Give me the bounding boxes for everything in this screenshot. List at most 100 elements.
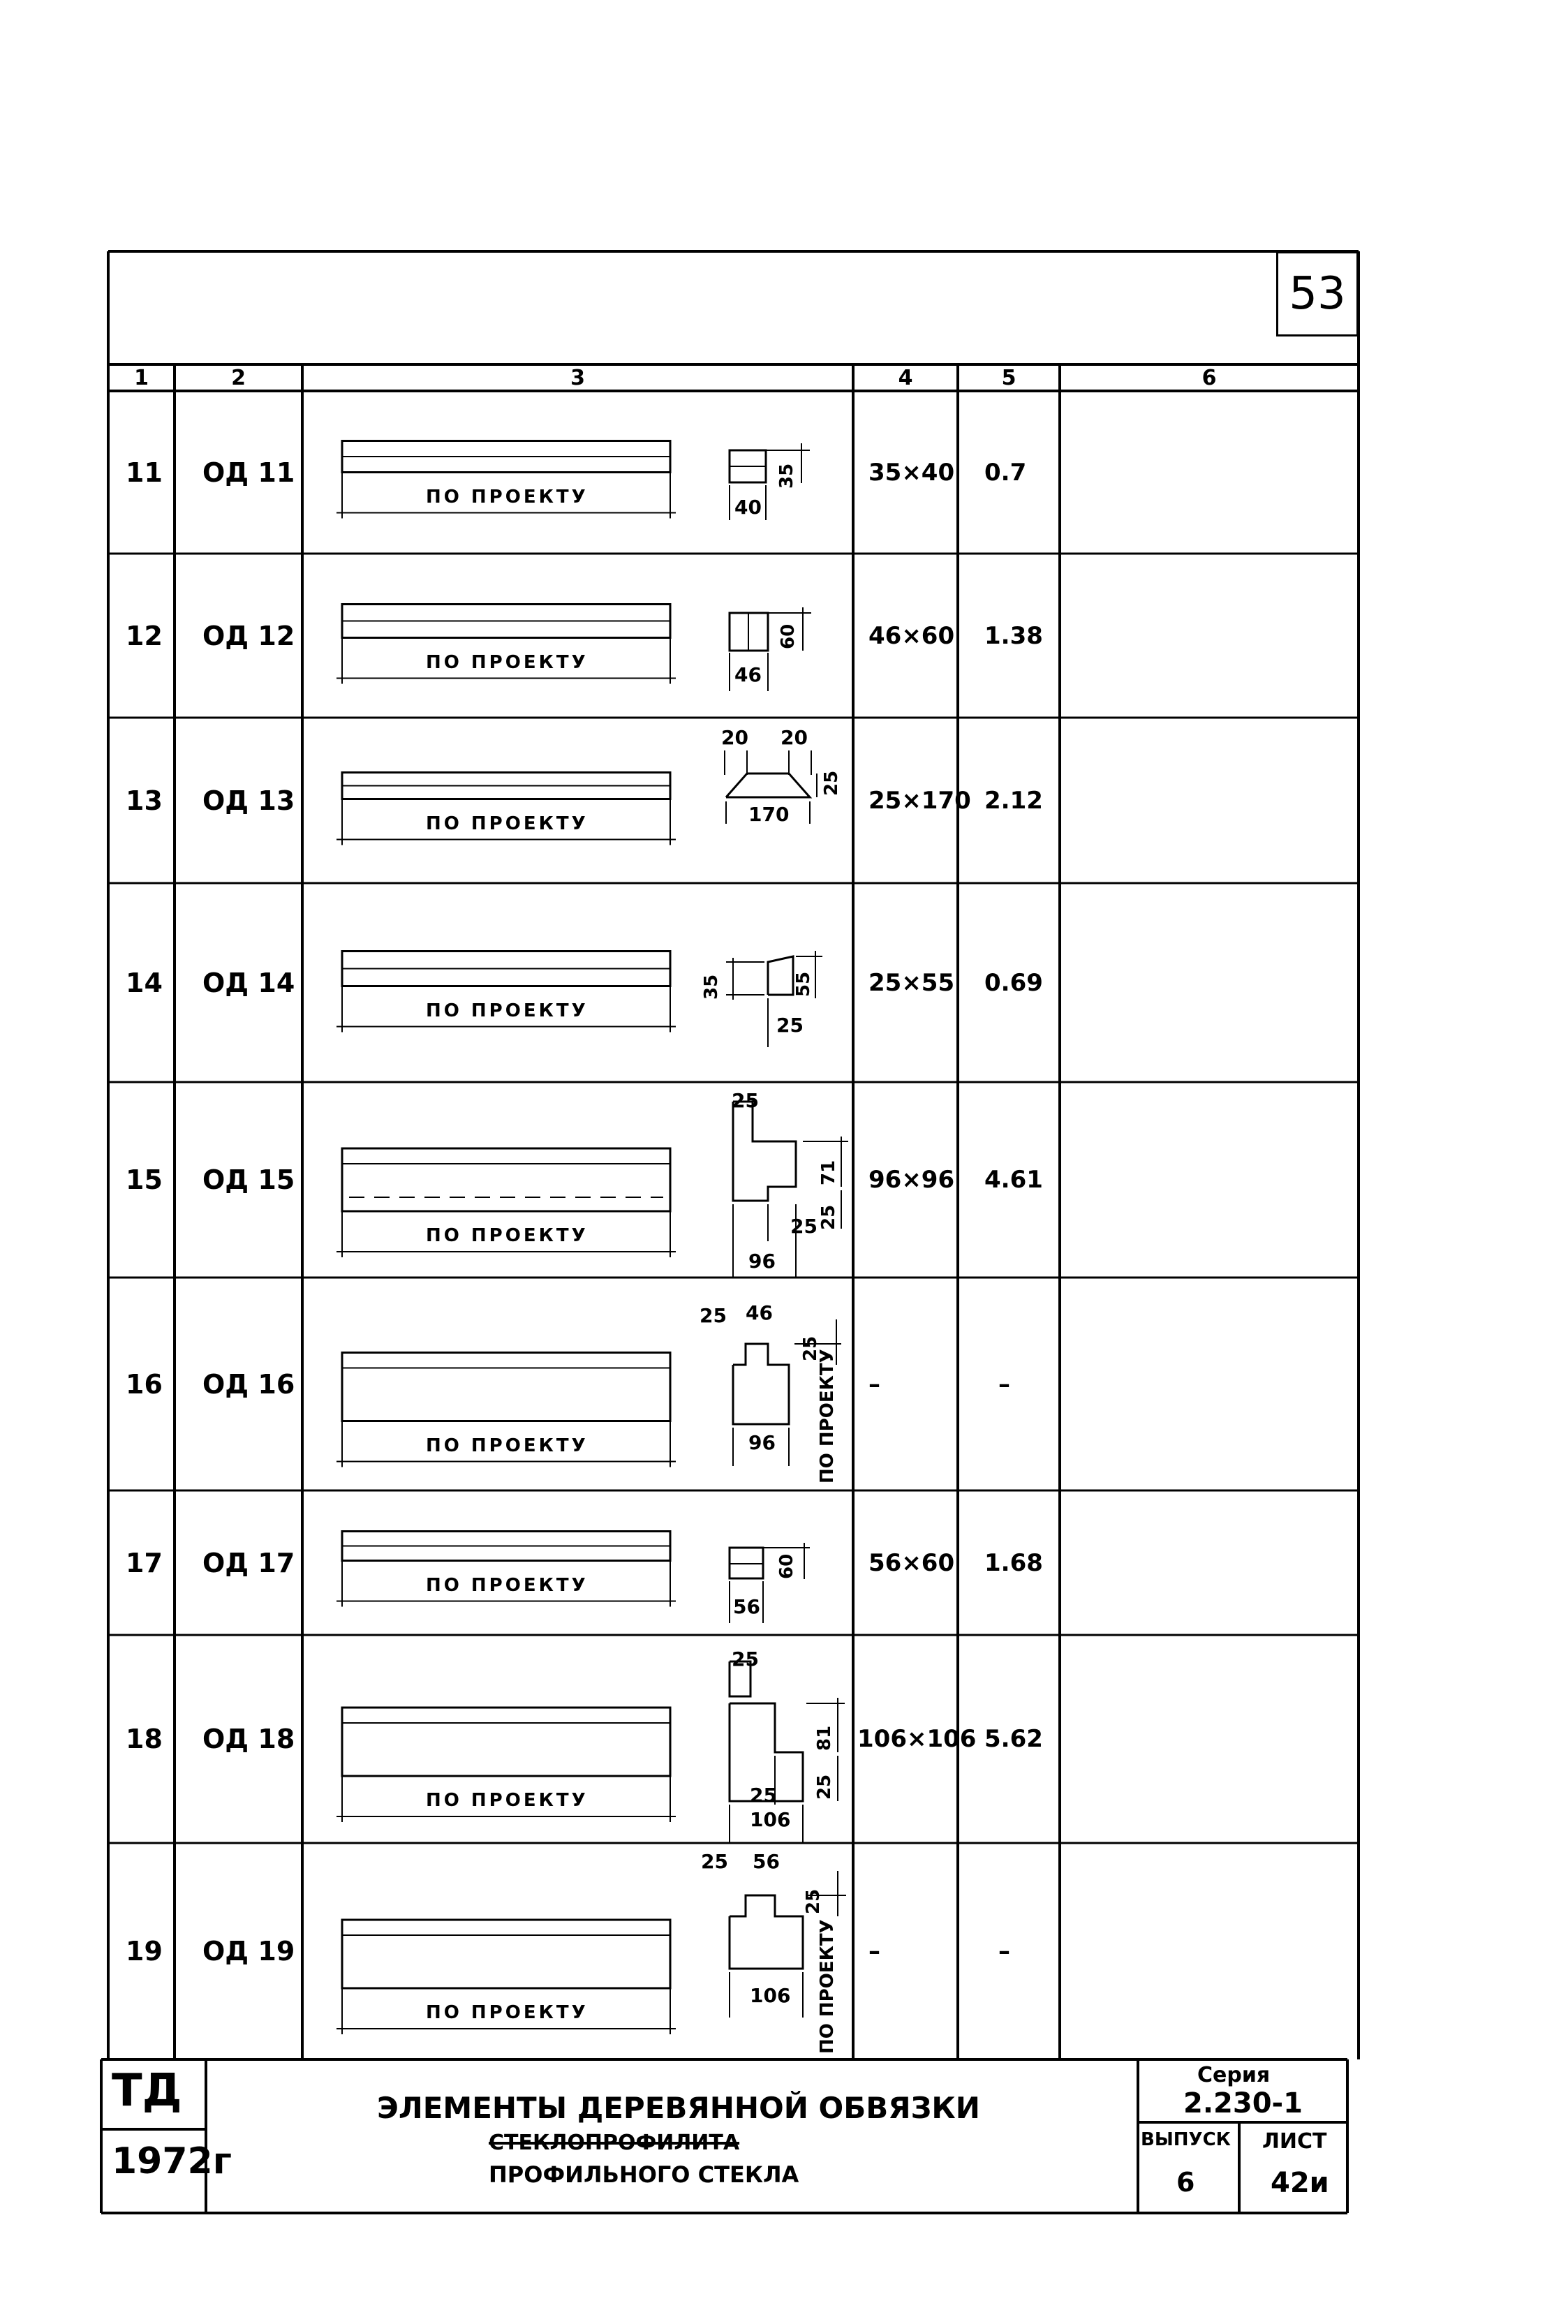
column-header: 6 [1201,366,1217,390]
sheet-label: ЛИСТ [1262,2129,1327,2154]
section-size: 25×170 [868,786,971,815]
row-number: 11 [126,457,163,488]
stepped-section [728,1894,804,1970]
wedge-section [767,955,794,996]
length-label: ПО ПРОЕКТУ [426,2002,589,2023]
dim-71: 71 [818,1160,839,1185]
volume-value: 4.61 [984,1166,1043,1194]
year: 1972г [112,2140,232,2182]
row-number: 19 [126,1936,163,1967]
length-label: ПО ПРОЕКТУ [426,1225,589,1246]
section-size: – [868,1937,880,1965]
element-code: ОД 16 [202,1368,295,1400]
dim-81: 81 [814,1725,835,1751]
dim-106: 106 [750,1808,791,1831]
dim-25: 25 [818,1204,839,1230]
stepped-section [728,1702,804,1803]
volume-value: 0.69 [984,968,1043,997]
element-code: ОД 19 [202,1936,295,1967]
dim-25: 25 [776,1014,804,1037]
org-code: ТД [112,2065,182,2117]
section-detail [728,1660,752,1698]
length-label: ПО ПРОЕКТУ [426,813,589,834]
sheet-value: 42и [1271,2167,1329,2199]
length-label: ПО ПРОЕКТУ [426,1435,589,1456]
element-code: ОД 15 [202,1164,295,1195]
row-number: 15 [126,1164,163,1195]
dim-170: 170 [748,803,790,826]
trapezoid-section [725,772,813,799]
dim-25: 25 [700,1304,727,1327]
bar-elevation [341,1352,672,1422]
dim-25: 25 [732,1648,759,1671]
length-label: ПО ПРОЕКТУ [426,1000,589,1021]
dim-96: 96 [748,1250,776,1273]
volume-value: 2.12 [984,786,1043,815]
row-number: 16 [126,1368,163,1400]
length-label: ПО ПРОЕКТУ [426,651,589,673]
volume-value: – [998,1937,1010,1965]
column-header: 5 [1001,366,1016,390]
dim-60: 60 [778,623,799,649]
series-label: Серия [1197,2063,1271,2087]
dim-40: 40 [734,496,762,519]
dim-46: 46 [746,1301,773,1324]
dim-25: 25 [732,1089,759,1112]
section-size: 56×60 [868,1548,955,1577]
dim-25: 25 [790,1215,818,1238]
bar-elevation [341,1147,672,1213]
volume-value: 1.38 [984,621,1043,650]
column-header: 4 [898,366,913,390]
title-struck-line: СТЕКЛОПРОФИЛИТА [489,2131,740,2155]
volume-value: 5.62 [984,1725,1043,1753]
volume-value: 1.68 [984,1548,1043,1577]
section-size: – [868,1370,880,1398]
dim-25: 25 [821,770,842,796]
dim-55: 55 [793,971,814,997]
issue-value: 6 [1176,2167,1195,2198]
column-header: 1 [134,366,149,390]
column-header: 3 [570,366,585,390]
section-size: 106×106 [857,1725,977,1753]
length-label: ПО ПРОЕКТУ [426,1574,589,1596]
element-code: ОД 13 [202,785,295,816]
section-size: 35×40 [868,458,955,487]
dim-56: 56 [753,1850,780,1873]
dim-25: 25 [803,1888,824,1914]
dim-25: 25 [701,1850,728,1873]
dim-56: 56 [733,1595,760,1618]
page-number: 53 [1276,251,1359,336]
element-code: ОД 14 [202,967,295,998]
dim-by-project: ПО ПРОЕКТУ [817,1349,838,1483]
dim-96: 96 [748,1431,776,1454]
stepped-section [732,1100,797,1202]
volume-value: – [998,1370,1010,1398]
section-size: 96×96 [868,1166,955,1194]
length-label: ПО ПРОЕКТУ [426,1790,589,1811]
dim-20: 20 [781,726,808,749]
stepped-section [732,1342,790,1426]
element-code: ОД 11 [202,457,295,488]
section-size: 46×60 [868,621,955,650]
title-subtitle: ПРОФИЛЬНОГО СТЕКЛА [489,2161,799,2188]
dim-by-project: ПО ПРОЕКТУ [817,1919,838,2054]
dim-35: 35 [776,463,797,489]
dim-35: 35 [701,974,722,1000]
row-number: 13 [126,785,163,816]
dim-106: 106 [750,1984,791,2007]
issue-label: ВЫПУСК [1141,2129,1231,2150]
volume-value: 0.7 [984,458,1027,487]
dim-20: 20 [721,726,748,749]
dim-60: 60 [776,1553,797,1579]
length-label: ПО ПРОЕКТУ [426,486,589,508]
row-number: 14 [126,967,163,998]
row-number: 12 [126,620,163,651]
element-code: ОД 17 [202,1547,295,1578]
bar-elevation [341,1918,672,1990]
element-code: ОД 12 [202,620,295,651]
bar-elevation [341,1706,672,1777]
drawing-title: ЭЛЕМЕНТЫ ДЕРЕВЯННОЙ ОБВЯЗКИ [377,2091,980,2125]
row-number: 18 [126,1724,163,1754]
column-header: 2 [231,366,246,390]
